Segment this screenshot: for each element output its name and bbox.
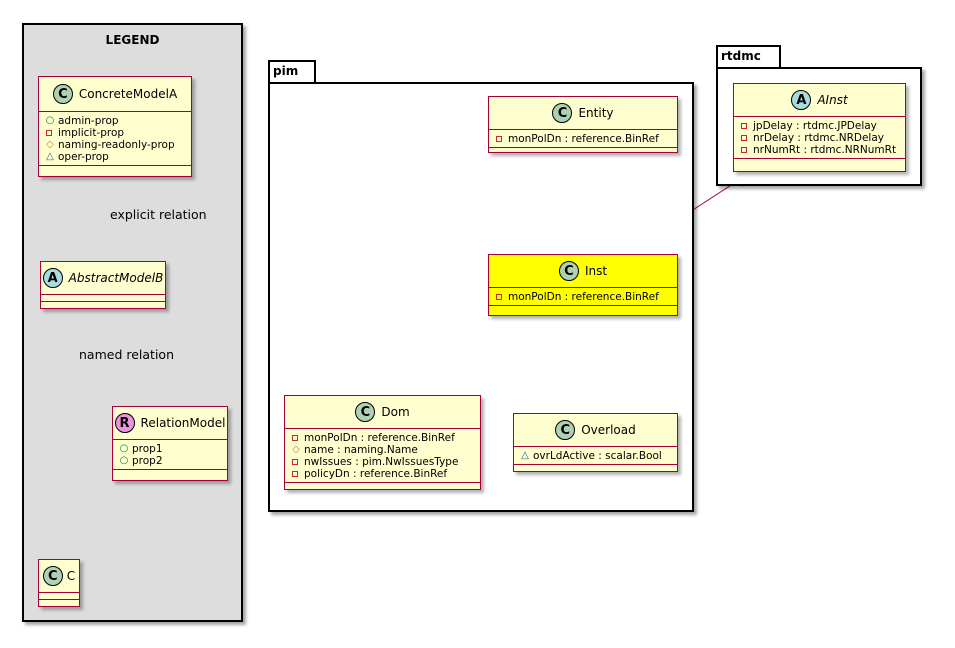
attribute: nwIssues : pim.NwIssuesType bbox=[291, 456, 474, 468]
method-section bbox=[514, 465, 677, 471]
attribute: implicit-prop bbox=[45, 127, 185, 139]
private-visibility-icon bbox=[741, 147, 747, 153]
attribute: monPolDn : reference.BinRef bbox=[495, 291, 671, 303]
class-name: ConcreteModelA bbox=[78, 87, 178, 101]
private-visibility-icon bbox=[496, 294, 502, 300]
attribute: ○prop2 bbox=[119, 455, 163, 467]
class-concrete-model-a[interactable]: C ConcreteModelA ○admin-prop implicit-pr… bbox=[38, 76, 192, 177]
private-visibility-icon bbox=[46, 130, 52, 136]
private-visibility-icon bbox=[741, 135, 747, 141]
class-name: AInst bbox=[817, 93, 848, 107]
public-visibility-icon: ○ bbox=[119, 455, 129, 466]
private-visibility-icon bbox=[292, 435, 298, 441]
package-tab-pim: pim bbox=[268, 60, 316, 84]
method-section bbox=[113, 470, 227, 476]
attribute: nrDelay : rtdmc.NRDelay bbox=[740, 132, 899, 144]
private-visibility-icon bbox=[292, 459, 298, 465]
attribute: monPolDn : reference.BinRef bbox=[291, 432, 474, 444]
method-section bbox=[489, 148, 677, 152]
method-section bbox=[489, 306, 677, 315]
class-ainst[interactable]: A AInst jpDelay : rtdmc.JPDelay nrDelay … bbox=[733, 83, 906, 172]
class-name: RelationModel bbox=[140, 416, 226, 430]
explicit-relation-label: explicit relation bbox=[110, 207, 207, 222]
method-section bbox=[39, 600, 79, 607]
method-section bbox=[285, 483, 480, 489]
private-visibility-icon bbox=[496, 136, 502, 142]
class-icon: C bbox=[552, 103, 573, 123]
class-name: Overload bbox=[581, 423, 636, 437]
package-visibility-icon: △ bbox=[521, 450, 529, 461]
class-name: Entity bbox=[578, 106, 614, 120]
class-name: Dom bbox=[381, 405, 410, 419]
attribute-list: monPolDn : reference.BinRef bbox=[489, 130, 677, 148]
class-abstract-model-b[interactable]: A AbstractModelB bbox=[40, 261, 166, 309]
private-visibility-icon bbox=[741, 123, 747, 129]
package-visibility-icon: △ bbox=[46, 151, 54, 162]
class-name: C bbox=[66, 569, 76, 583]
abstract-class-icon: A bbox=[42, 268, 63, 288]
attribute: △ovrLdActive : scalar.Bool bbox=[521, 450, 662, 462]
class-name: Inst bbox=[584, 264, 608, 278]
class-icon: C bbox=[355, 402, 376, 422]
class-dom[interactable]: C Dom monPolDn : reference.BinRef ◇name … bbox=[284, 395, 481, 490]
attribute-list: monPolDn : reference.BinRef ◇name : nami… bbox=[285, 429, 480, 483]
class-icon: C bbox=[52, 84, 73, 104]
attribute: monPolDn : reference.BinRef bbox=[495, 133, 671, 145]
method-section bbox=[41, 302, 165, 309]
attribute: △oper-prop bbox=[46, 151, 109, 163]
class-c[interactable]: C C bbox=[38, 559, 80, 607]
method-section bbox=[39, 166, 191, 173]
attribute: nrNumRt : rtdmc.NRNumRt bbox=[740, 144, 899, 156]
relation-class-icon: R bbox=[114, 413, 135, 433]
legend-title: LEGEND bbox=[105, 33, 160, 47]
private-visibility-icon bbox=[292, 471, 298, 477]
attribute: ◇name : naming.Name bbox=[292, 444, 418, 456]
attribute-list: monPolDn : reference.BinRef bbox=[489, 288, 677, 306]
public-visibility-icon: ○ bbox=[119, 443, 129, 454]
class-entity[interactable]: C Entity monPolDn : reference.BinRef bbox=[488, 96, 678, 153]
class-name: AbstractModelB bbox=[68, 271, 164, 285]
public-visibility-icon: ○ bbox=[45, 115, 55, 126]
attribute-list: △ovrLdActive : scalar.Bool bbox=[514, 447, 677, 465]
class-icon: C bbox=[42, 566, 63, 586]
class-inst[interactable]: C Inst monPolDn : reference.BinRef bbox=[488, 254, 678, 316]
abstract-class-icon: A bbox=[791, 90, 812, 110]
protected-visibility-icon: ◇ bbox=[46, 139, 54, 150]
class-icon: C bbox=[555, 420, 576, 440]
named-relation-label: named relation bbox=[79, 347, 174, 362]
protected-visibility-icon: ◇ bbox=[292, 444, 300, 455]
attribute-list: ○admin-prop implicit-prop ◇naming-readon… bbox=[39, 112, 191, 166]
attribute: ○admin-prop bbox=[45, 115, 119, 127]
class-icon: C bbox=[558, 261, 579, 281]
attribute: policyDn : reference.BinRef bbox=[291, 468, 474, 480]
attribute-section bbox=[41, 295, 165, 302]
attribute: ○prop1 bbox=[119, 443, 163, 455]
method-section bbox=[734, 159, 905, 165]
class-relation-model[interactable]: R RelationModel ○prop1 ○prop2 bbox=[112, 406, 228, 481]
attribute-list: jpDelay : rtdmc.JPDelay nrDelay : rtdmc.… bbox=[734, 117, 905, 159]
attribute: ◇naming-readonly-prop bbox=[46, 139, 175, 151]
package-tab-rtdmc: rtdmc bbox=[716, 45, 781, 69]
attribute: jpDelay : rtdmc.JPDelay bbox=[740, 120, 899, 132]
attribute-section bbox=[39, 593, 79, 600]
attribute-list: ○prop1 ○prop2 bbox=[113, 440, 227, 470]
class-overload[interactable]: C Overload △ovrLdActive : scalar.Bool bbox=[513, 413, 678, 472]
